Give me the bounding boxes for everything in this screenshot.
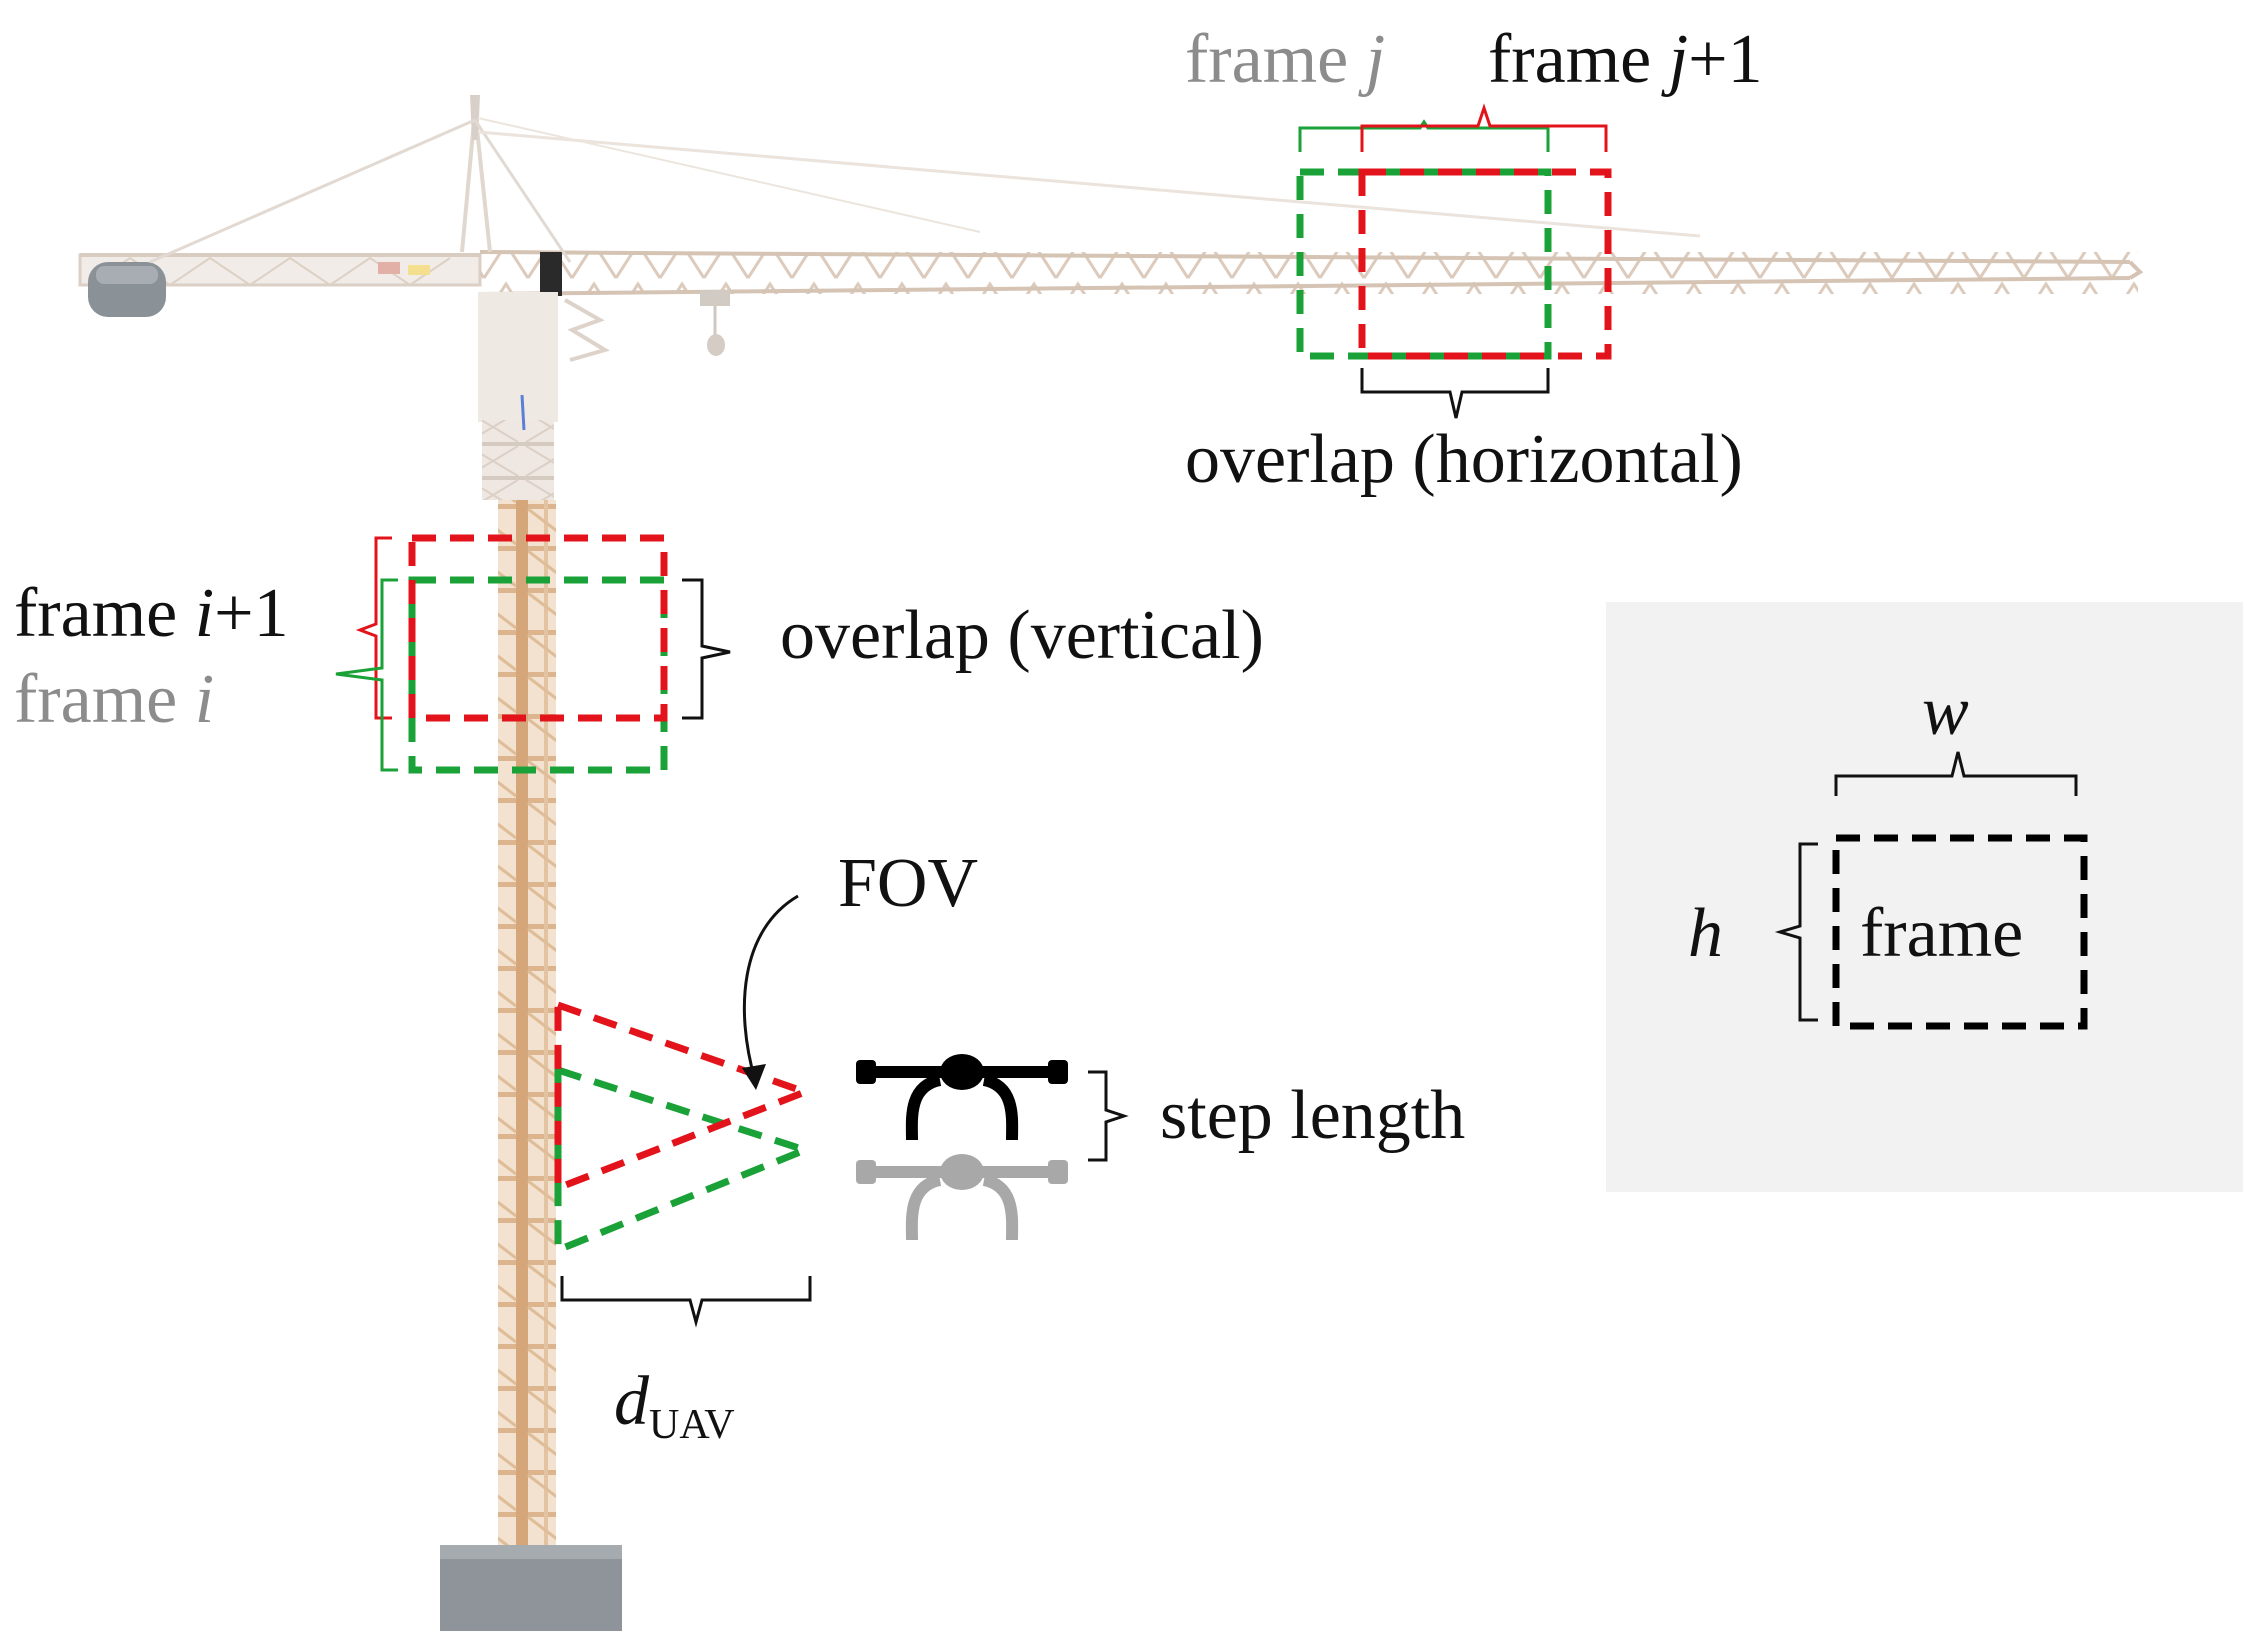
d-uav-brace: [560, 1276, 812, 1328]
frame-j-label: frame j: [1185, 21, 1385, 98]
fov-triangle-current: [554, 1065, 816, 1256]
tower-crane-icon: [78, 95, 2144, 1631]
frame-i-brace: [335, 578, 398, 772]
frame-j1-brace: [1360, 103, 1608, 152]
legend-h-label: h: [1688, 895, 1723, 972]
drone-icon: [856, 1154, 1068, 1241]
overlap-horizontal-brace: [1360, 368, 1550, 419]
fov-triangle-next: [554, 1000, 816, 1194]
frame-i1-box: [408, 534, 668, 722]
frame-i1-label: frame i+1: [14, 575, 289, 652]
frame-j1-box: [1358, 168, 1612, 360]
drone-icon: [856, 1054, 1068, 1141]
fov-label: FOV: [838, 845, 978, 922]
legend-frame-label: frame: [1860, 895, 2023, 972]
overlap-vertical-label: overlap (vertical): [780, 597, 1264, 674]
frame-j1-label: frame j+1: [1488, 21, 1763, 98]
legend-w-label: w: [1922, 673, 1969, 750]
step-length-brace: [1088, 1070, 1129, 1162]
overlap-vertical-brace: [682, 578, 731, 720]
frame-i1-brace: [355, 536, 392, 720]
frame-j-brace: [1298, 119, 1550, 152]
d-uav-label: dUAV: [614, 1363, 735, 1448]
frame-i-label: frame i: [14, 661, 214, 738]
fov-arrow: [742, 894, 799, 1090]
legend-panel: [1606, 602, 2243, 1192]
overlap-horizontal-label: overlap (horizontal): [1185, 421, 1743, 498]
step-length-label: step length: [1160, 1077, 1465, 1154]
